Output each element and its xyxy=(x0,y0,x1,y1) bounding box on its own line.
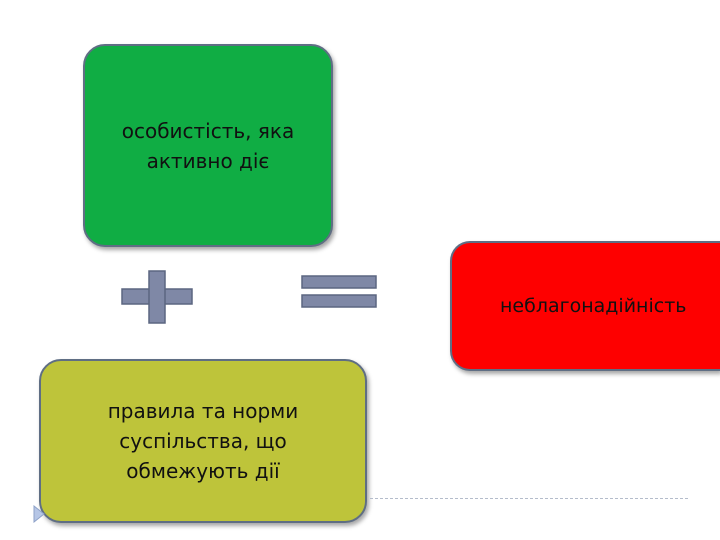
footer-divider xyxy=(370,498,688,499)
result-box: неблагонадійність xyxy=(450,241,720,371)
person-box-text: особистість, яка активно діє xyxy=(121,118,295,173)
triangle-bullet-icon xyxy=(33,505,45,523)
rules-box-text: правила та норми суспільства, що обмежую… xyxy=(107,399,299,483)
result-box-text: неблагонадійність xyxy=(500,294,687,317)
equals-sign-icon xyxy=(301,275,377,308)
rules-box: правила та норми суспільства, що обмежую… xyxy=(39,359,367,523)
plus-sign-icon xyxy=(121,270,193,324)
person-box: особистість, яка активно діє xyxy=(83,44,333,247)
